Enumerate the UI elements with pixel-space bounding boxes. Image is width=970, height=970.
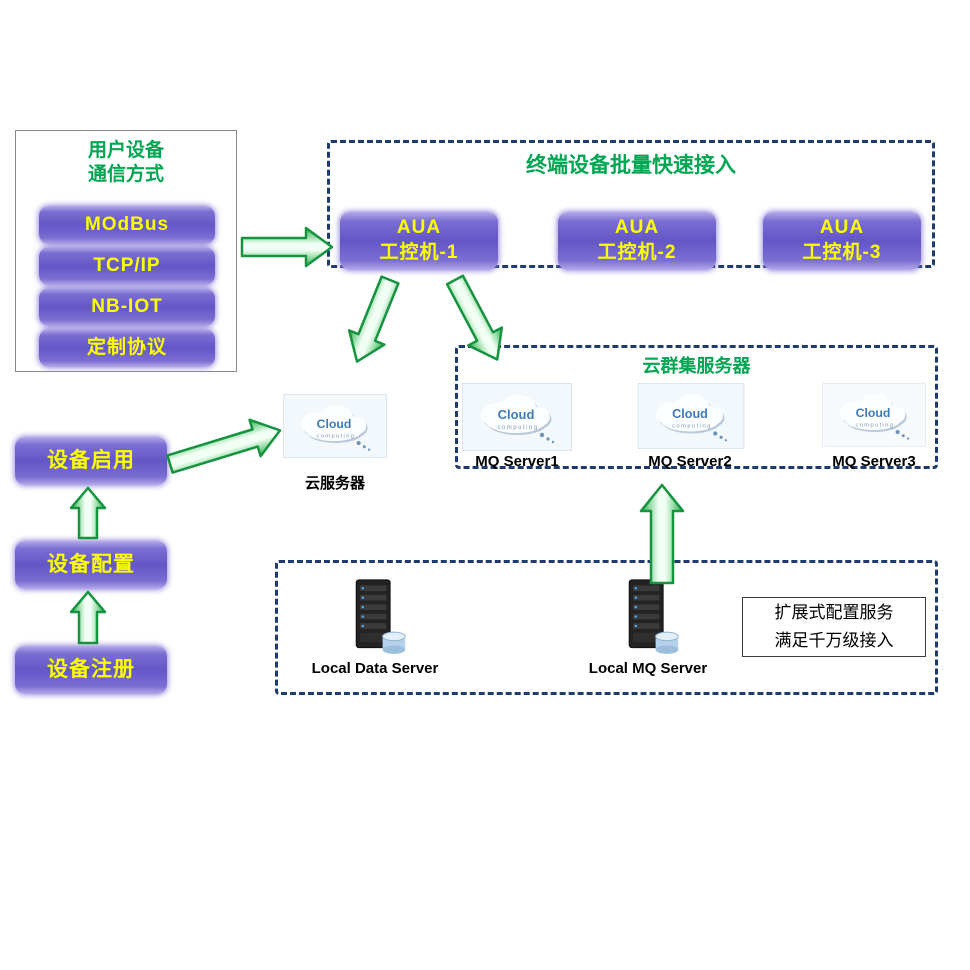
comm-item-nbiot: NB-IOT [39,288,215,326]
aua-node-2-line2: 工控机-2 [597,242,677,263]
device-enable-node: 设备启用 [15,437,167,485]
cloud-icon-subtitle: computing [672,424,712,430]
aua-node-2: AUA 工控机-2 [558,212,716,270]
cloud-icon-title: Cloud [498,407,535,422]
cloud-cluster-panel: 云群集服务器 [455,345,938,469]
device-register-node: 设备注册 [15,646,167,694]
aua-node-2-line1: AUA [614,217,660,239]
local-servers-panel [275,560,938,695]
cloud-server-label: 云服务器 [304,475,365,492]
aua-node-1-line2: 工控机-1 [379,242,459,263]
cloud-icon-title: Cloud [317,417,352,431]
cloud-icon-subtitle: computing [317,433,356,439]
arrow-user-to-aua1-icon [240,226,334,268]
server-tower-icon [628,579,679,654]
arrow-register-to-config-icon [69,590,107,645]
aua-node-3-line1: AUA [819,217,865,239]
cloud-icon-subtitle: computing [497,425,538,431]
local-data-server-icon [343,577,409,659]
cloud-icon-title: Cloud [672,407,708,421]
mq-server1-cloud-icon: Cloud computing [461,383,573,451]
comm-item-custom: 定制协议 [39,329,215,367]
user-device-title-line2: 通信方式 [87,163,164,185]
cloud-cluster-panel-title: 云群集服务器 [642,356,751,376]
mq-server3-cloud-icon: Cloud computing [822,381,926,449]
user-device-panel: 用户设备 通信方式 MOdBus TCP/IP NB-IOT 定制协议 [15,130,237,372]
local-data-server-label: Local Data Server [311,660,439,677]
terminal-access-panel-title: 终端设备批量快速接入 [526,154,736,177]
scalability-note-line1: 扩展式配置服务 [774,602,894,622]
aua-node-3-line2: 工控机-3 [802,242,882,263]
cloud-icon: Cloud computing [283,393,387,459]
user-device-panel-title: 用户设备 通信方式 [16,139,236,187]
aua-node-3: AUA 工控机-3 [763,212,921,270]
comm-item-tcpip: TCP/IP [39,247,215,285]
local-mq-server-icon [616,577,682,659]
user-device-title-line1: 用户设备 [87,140,164,161]
scalability-note-line2: 满足千万级接入 [774,631,894,650]
arrow-config-to-enable-icon [69,486,107,540]
cloud-icon-title: Cloud [856,406,891,420]
arrow-aua1-to-cloudserver-icon [347,275,400,363]
aua-node-1: AUA 工控机-1 [340,212,498,270]
cloud-server-icon: Cloud computing [283,386,387,466]
mq-server1-label: MQ Server1 [475,453,559,470]
scalability-note: 扩展式配置服务 满足千万级接入 [742,597,926,657]
local-mq-server-label: Local MQ Server [588,660,708,677]
mq-server2-cloud-icon: Cloud computing [637,383,745,449]
mq-server2-label: MQ Server2 [648,453,732,470]
arrow-enable-to-cloudserver-icon [166,418,282,474]
cloud-icon: Cloud computing [637,383,745,449]
cloud-icon: Cloud computing [462,383,572,451]
mq-server3-label: MQ Server3 [832,453,916,470]
server-tower-icon [355,579,406,654]
device-config-node: 设备配置 [15,541,167,589]
aua-node-1-line1: AUA [396,217,442,239]
cloud-icon: Cloud computing [822,382,926,448]
cloud-icon-subtitle: computing [856,422,895,428]
comm-item-modbus: MOdBus [39,206,215,244]
